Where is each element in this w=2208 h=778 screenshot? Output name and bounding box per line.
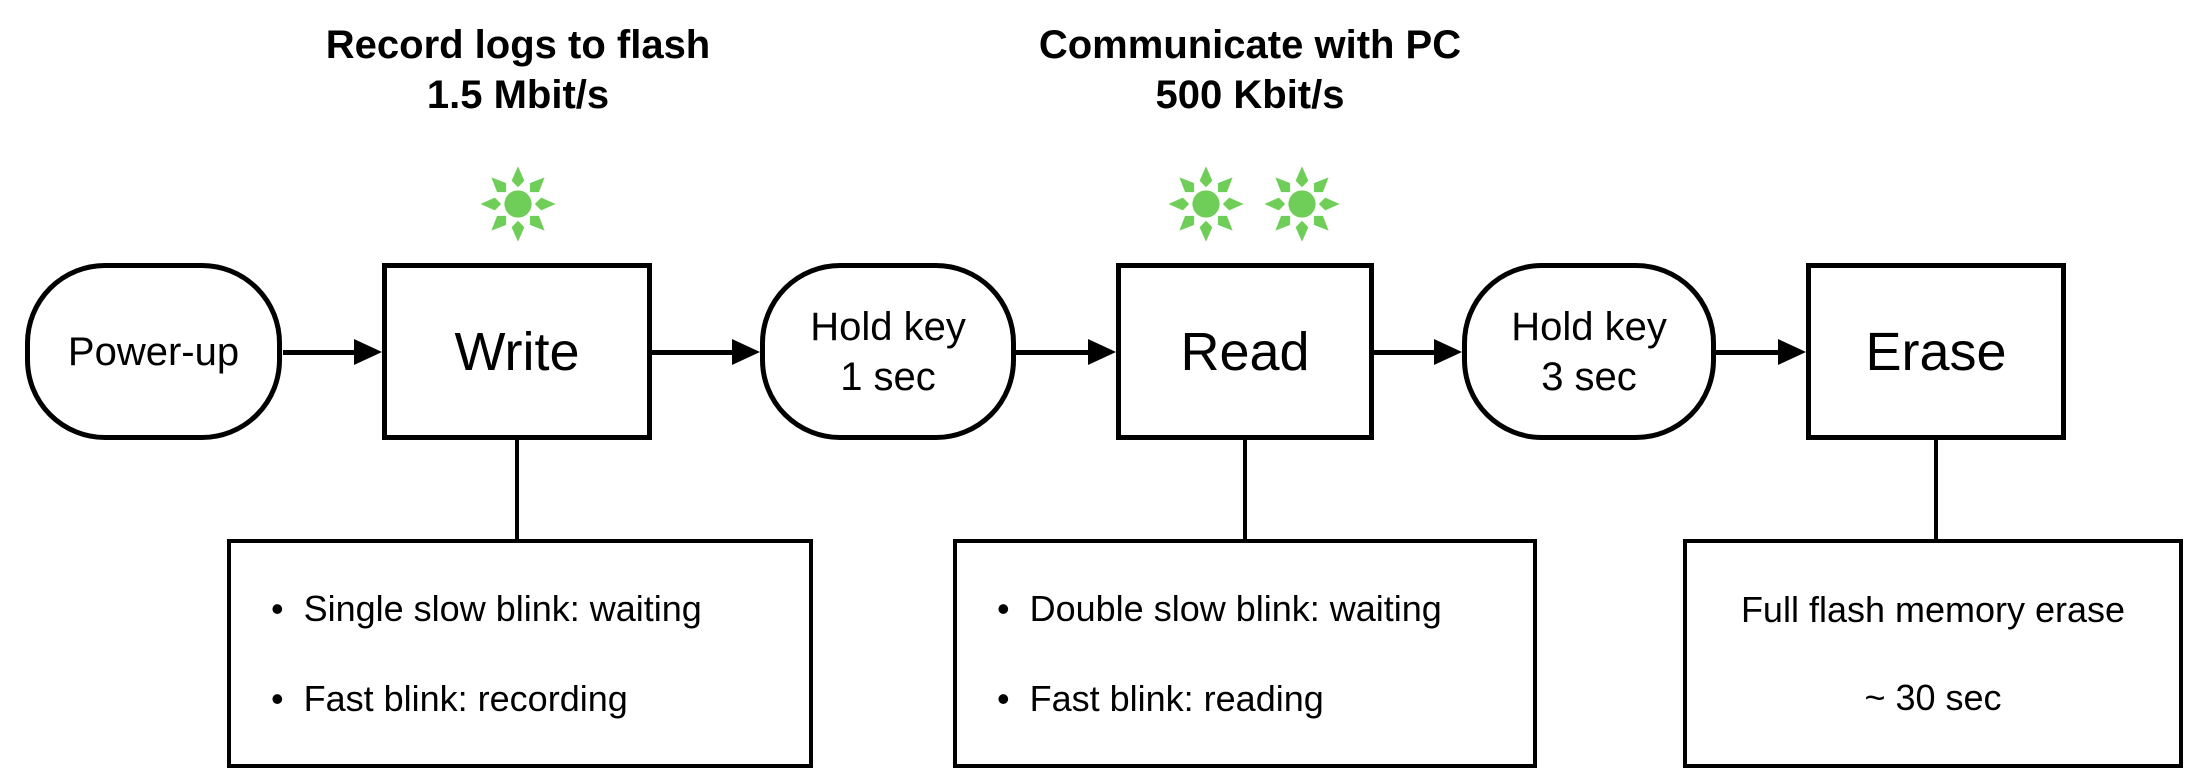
arrow-shaft (283, 349, 354, 355)
node-power-up: Power-up (25, 263, 282, 440)
read-led-note: Double slow blink: waiting Fast blink: r… (953, 539, 1537, 768)
arrowhead-icon (354, 339, 382, 365)
led-blink-icon (1264, 166, 1340, 242)
connector-line (515, 438, 519, 541)
note-line: Full flash memory erase (1740, 588, 2126, 630)
arrow-shaft (652, 349, 732, 355)
node-hold-key-3sec: Hold key 3 sec (1462, 263, 1716, 440)
node-label: Power-up (67, 329, 240, 374)
led-blink-icon (480, 166, 556, 242)
note-bullet-item: Fast blink: recording (271, 677, 628, 719)
note-bullet-text: Fast blink: recording (303, 677, 628, 719)
node-label: Write (454, 321, 580, 382)
caption-line: Communicate with PC (1038, 23, 1462, 67)
note-bullet-item: Fast blink: reading (997, 677, 1324, 719)
connector-line (1243, 438, 1247, 541)
note-line: ~ 30 sec (1864, 676, 2002, 718)
flow-arrow (1374, 339, 1462, 365)
node-label: Erase (1865, 321, 2007, 382)
note-bullet-text: Single slow blink: waiting (303, 587, 702, 629)
node-label-line: Hold key (1511, 304, 1667, 349)
caption-line: 500 Kbit/s (1155, 73, 1345, 117)
node-label-line: 3 sec (1541, 354, 1637, 399)
node-label-line: Hold key (810, 304, 966, 349)
arrowhead-icon (1088, 339, 1116, 365)
note-bullet-text: Double slow blink: waiting (1029, 587, 1442, 629)
write-led-note: Single slow blink: waiting Fast blink: r… (227, 539, 813, 768)
node-label-line: 1 sec (840, 354, 936, 399)
arrow-shaft (1016, 349, 1088, 355)
arrow-shaft (1374, 349, 1434, 355)
node-read: Read (1116, 263, 1374, 440)
led-blink-icon (1168, 166, 1244, 242)
flow-arrow (1716, 339, 1806, 365)
flow-arrow (283, 339, 382, 365)
caption-line: Record logs to flash (325, 23, 711, 67)
arrowhead-icon (1778, 339, 1806, 365)
connector-line (1934, 438, 1938, 541)
flow-arrow (652, 339, 760, 365)
arrowhead-icon (732, 339, 760, 365)
node-label: Read (1180, 321, 1310, 382)
node-hold-key-1sec: Hold key 1 sec (760, 263, 1016, 440)
flow-arrow (1016, 339, 1116, 365)
write-mode-caption: Record logs to flash 1.5 Mbit/s (218, 20, 818, 120)
read-mode-caption: Communicate with PC 500 Kbit/s (950, 20, 1550, 120)
arrowhead-icon (1434, 339, 1462, 365)
node-erase: Erase (1806, 263, 2066, 440)
note-bullet-text: Fast blink: reading (1029, 677, 1324, 719)
erase-note: Full flash memory erase ~ 30 sec (1683, 539, 2183, 768)
arrow-shaft (1716, 349, 1778, 355)
node-write: Write (382, 263, 652, 440)
caption-line: 1.5 Mbit/s (426, 73, 610, 117)
note-bullet-item: Double slow blink: waiting (997, 587, 1442, 629)
note-bullet-item: Single slow blink: waiting (271, 587, 702, 629)
